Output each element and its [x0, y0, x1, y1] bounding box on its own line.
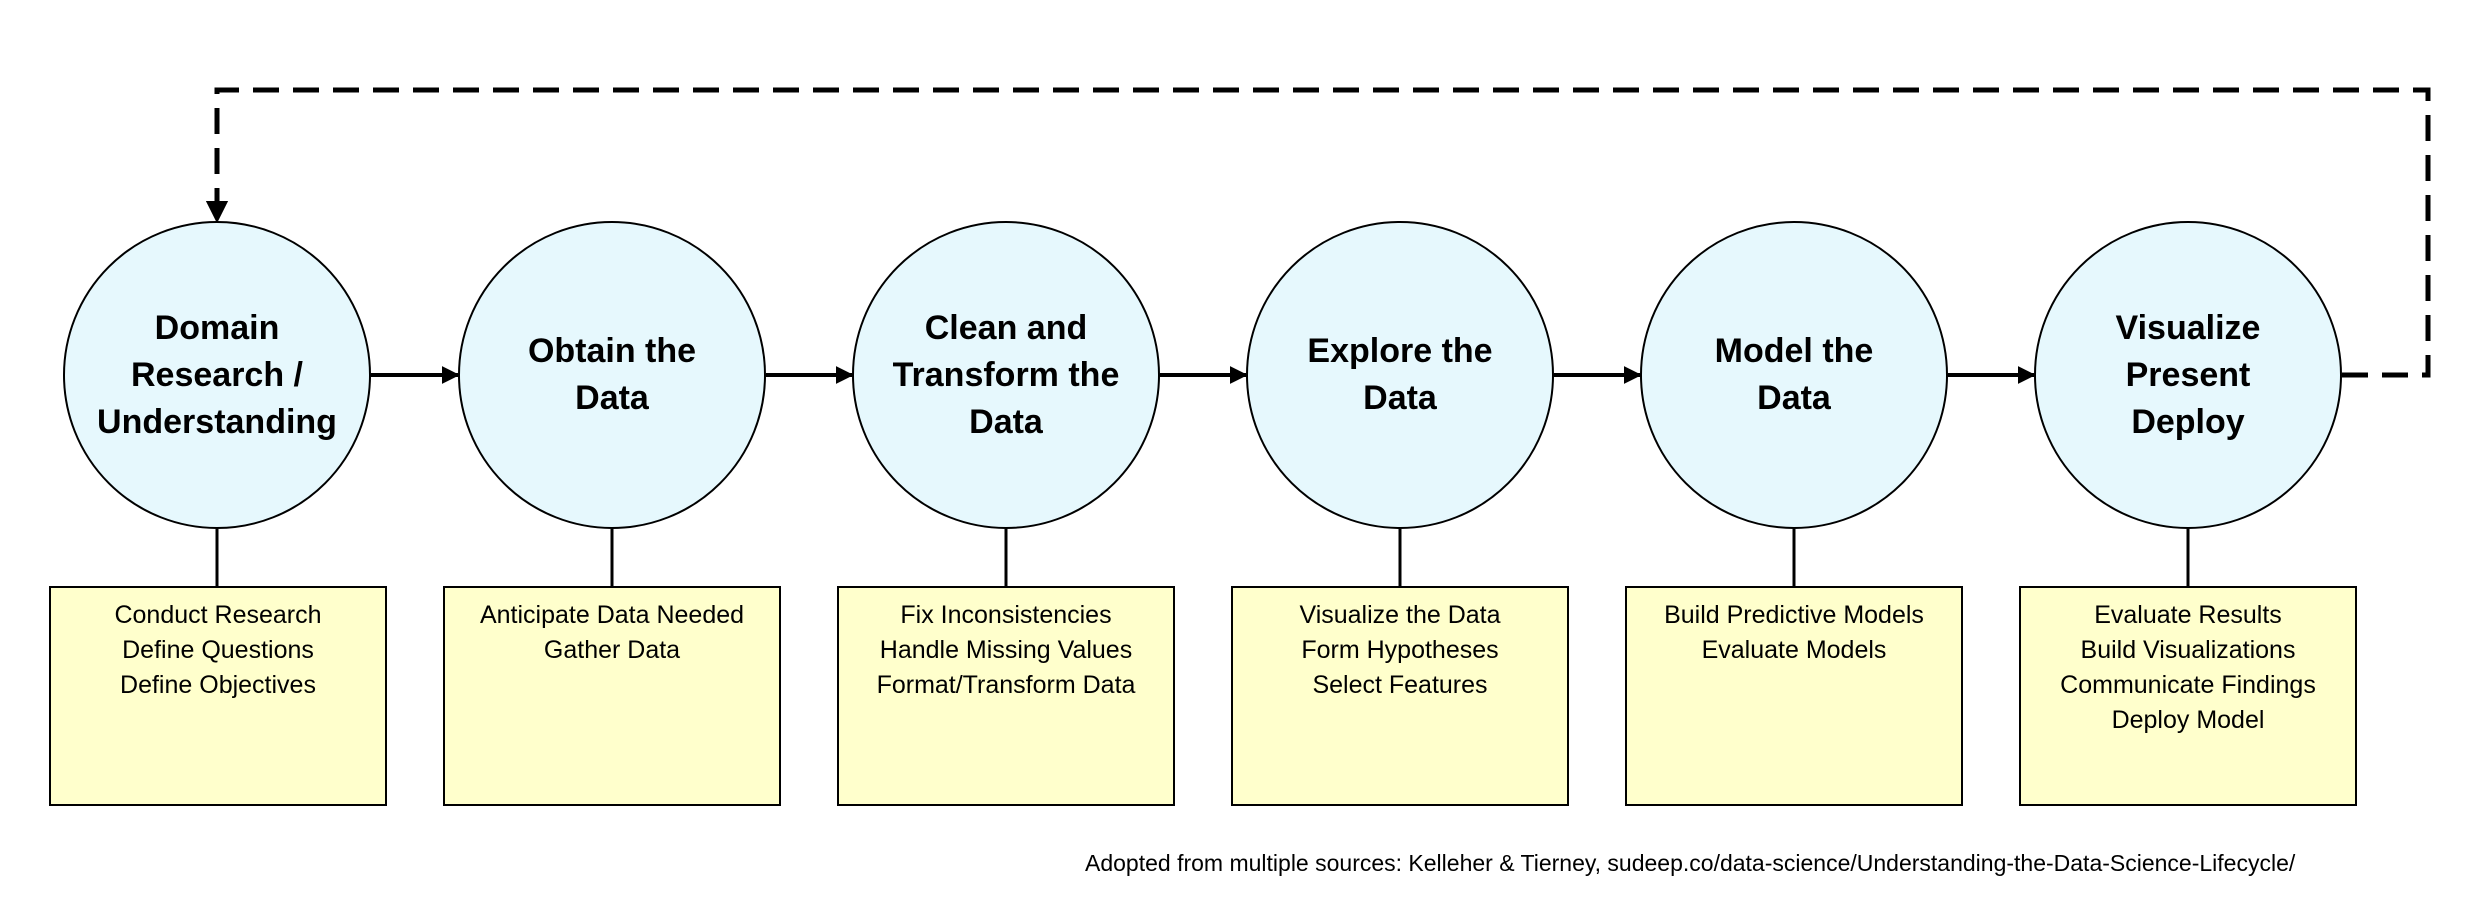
- stage-title-line: Visualize: [2115, 308, 2261, 347]
- stage-title-line: Data: [969, 402, 1043, 441]
- task-item: Communicate Findings: [2060, 671, 2316, 699]
- task-item: Deploy Model: [2111, 706, 2265, 734]
- stage-title: Domain Research / Understanding: [91, 305, 343, 446]
- stage-title: Model the Data: [1709, 328, 1880, 422]
- dashed-loop-arrow-icon: [205, 87, 2431, 378]
- task-item: Fix Inconsistencies: [900, 601, 1112, 629]
- stage-title: Obtain the Data: [522, 328, 702, 422]
- task-item: Handle Missing Values: [879, 636, 1133, 664]
- task-item: Gather Data: [543, 636, 681, 664]
- task-item: Build Visualizations: [2080, 636, 2296, 664]
- stage-circle-domain-research: Domain Research / Understanding: [63, 221, 371, 529]
- stage-circle-model-data: Model the Data: [1640, 221, 1948, 529]
- stage-circle-explore-data: Explore the Data: [1246, 221, 1554, 529]
- stage-title-line: Research /: [131, 355, 303, 394]
- stage-title-line: Transform the: [892, 355, 1120, 394]
- task-item: Form Hypotheses: [1301, 636, 1499, 664]
- task-item: Select Features: [1312, 671, 1488, 699]
- task-box-domain-research: Conduct Research Define Questions Define…: [49, 586, 387, 806]
- stage-title: Explore the Data: [1301, 328, 1498, 422]
- task-box-explore-data: Visualize the Data Form Hypotheses Selec…: [1231, 586, 1569, 806]
- stage-title-line: Understanding: [97, 402, 337, 441]
- stage-title-line: Data: [1363, 379, 1437, 417]
- stage-title-line: Explore the: [1307, 332, 1493, 370]
- task-box-clean-transform: Fix Inconsistencies Handle Missing Value…: [837, 586, 1175, 806]
- stage-title-line: Clean and: [924, 308, 1088, 347]
- task-item: Visualize the Data: [1299, 601, 1501, 629]
- stage-title: Clean and Transform the Data: [887, 305, 1126, 446]
- task-item: Define Questions: [122, 636, 314, 664]
- stage-circle-obtain-data: Obtain the Data: [458, 221, 766, 529]
- task-box-obtain-data: Anticipate Data Needed Gather Data: [443, 586, 781, 806]
- task-item: Define Objectives: [120, 671, 316, 699]
- stage-title-line: Deploy: [2131, 402, 2245, 441]
- task-item: Format/Transform Data: [876, 671, 1136, 699]
- stage-title-line: Data: [1757, 379, 1831, 417]
- task-box-visualize-deploy: Evaluate Results Build Visualizations Co…: [2019, 586, 2357, 806]
- stage-circle-clean-transform: Clean and Transform the Data: [852, 221, 1160, 529]
- stage-title-line: Obtain the: [527, 332, 697, 370]
- task-item: Build Predictive Models: [1664, 601, 1924, 629]
- task-item: Evaluate Models: [1701, 636, 1887, 664]
- stage-title-line: Model the: [1714, 332, 1874, 370]
- stage-title-line: Domain: [154, 308, 280, 347]
- stage-circle-visualize-deploy: Visualize Present Deploy: [2034, 221, 2342, 529]
- source-note: Adopted from multiple sources: Kelleher …: [1085, 850, 2296, 876]
- stage-title-line: Data: [575, 379, 649, 417]
- task-item: Evaluate Results: [2094, 601, 2282, 629]
- task-box-model-data: Build Predictive Models Evaluate Models: [1625, 586, 1963, 806]
- stage-title: Visualize Present Deploy: [2110, 305, 2267, 446]
- task-item: Anticipate Data Needed: [479, 601, 745, 629]
- stage-title-line: Present: [2125, 355, 2251, 394]
- task-item: Conduct Research: [114, 601, 322, 629]
